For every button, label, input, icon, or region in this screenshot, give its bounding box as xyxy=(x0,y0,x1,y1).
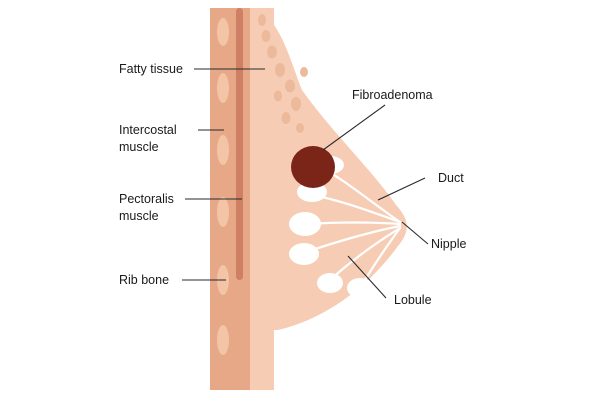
rib-oval xyxy=(217,197,229,227)
lobule-blob xyxy=(289,212,321,236)
leader-lines xyxy=(182,68,429,299)
label-rib-bone: Rib bone xyxy=(119,273,170,287)
fat-lobe xyxy=(285,79,295,93)
leader-lobule xyxy=(347,255,387,299)
fat-lobe xyxy=(261,30,271,42)
rib-oval xyxy=(217,73,229,103)
fat-lobe xyxy=(291,97,301,111)
fat-lobe xyxy=(274,90,282,102)
label-nipple: Nipple xyxy=(431,237,467,251)
lobule-blob xyxy=(289,243,319,265)
fat-lobe xyxy=(267,45,277,59)
lobules xyxy=(289,156,373,298)
leader-fibroadenoma xyxy=(322,104,386,151)
label-pectoralis-line2: muscle xyxy=(119,209,159,223)
fat-lobe xyxy=(258,14,266,26)
leader-nipple xyxy=(401,221,429,245)
pectoralis-muscle-band xyxy=(236,8,243,280)
label-pectoralis-muscle: Pectoralis muscle xyxy=(119,191,174,225)
label-intercostal-line2: muscle xyxy=(119,140,159,154)
label-duct: Duct xyxy=(438,171,464,185)
label-intercostal-muscle: Intercostal muscle xyxy=(119,122,177,156)
rib-oval xyxy=(217,325,229,355)
fibroadenoma-mass xyxy=(291,146,335,188)
fat-lobe xyxy=(300,67,308,77)
lobule-blob xyxy=(317,273,343,293)
leader-duct xyxy=(377,177,426,201)
label-intercostal-line1: Intercostal xyxy=(119,123,177,137)
lobule-blob xyxy=(347,278,373,298)
label-pectoralis-line1: Pectoralis xyxy=(119,192,174,206)
rib-oval xyxy=(217,18,229,46)
fat-lobe xyxy=(275,63,285,77)
label-fibroadenoma: Fibroadenoma xyxy=(352,88,433,102)
label-fatty-tissue: Fatty tissue xyxy=(119,62,183,76)
rib-oval xyxy=(217,135,229,165)
fat-lobes xyxy=(258,14,308,133)
fat-lobe xyxy=(281,112,291,124)
breast-base xyxy=(250,8,274,390)
label-lobule: Lobule xyxy=(394,293,432,307)
fat-lobe xyxy=(296,123,304,133)
